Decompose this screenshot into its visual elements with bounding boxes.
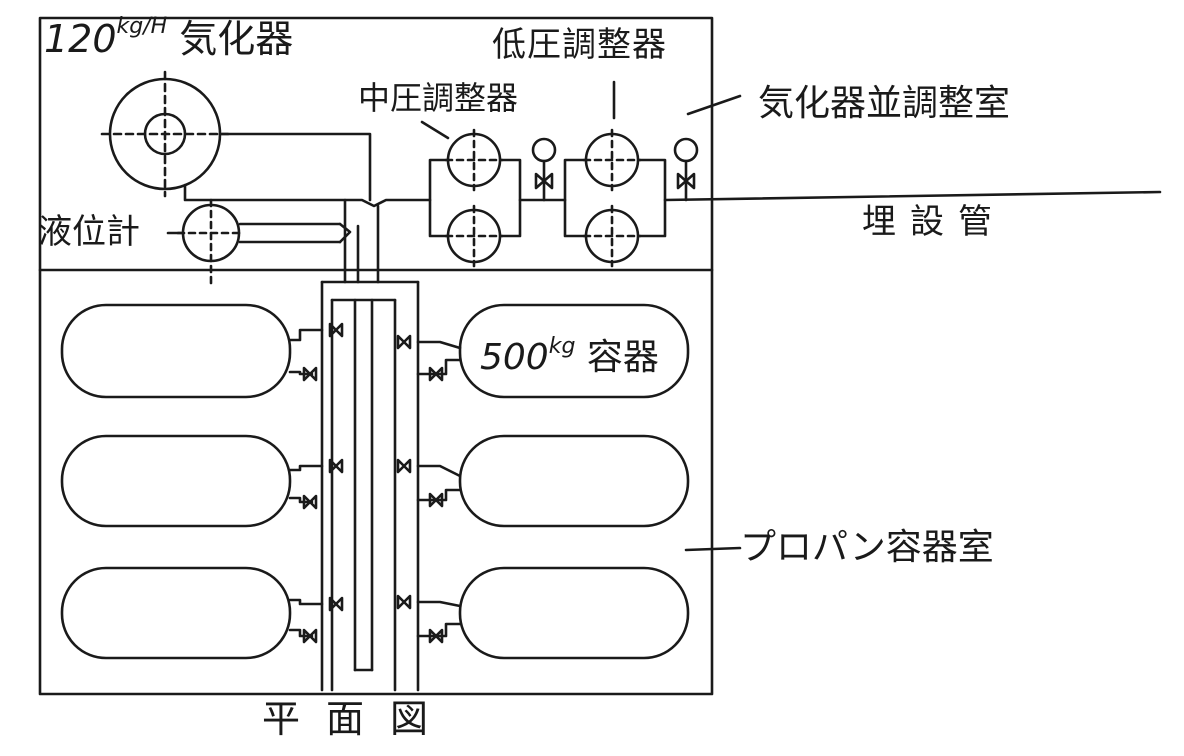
buried-pipe-line — [663, 190, 1162, 202]
low-pressure-regulator-label: 低圧調整器 — [492, 25, 667, 65]
tank-right-2 — [458, 434, 690, 528]
building-outline — [38, 16, 714, 696]
vaporizer-regulator-room-label: 気化器並調整室 — [758, 83, 1011, 124]
header-pipes — [320, 280, 420, 692]
tank-unit: kg — [548, 334, 576, 359]
tank-capacity: 500 — [480, 337, 549, 378]
tank-left-3 — [60, 566, 292, 660]
vaporizer-capacity: 120 — [44, 17, 117, 61]
tank-name: 容器 — [586, 337, 659, 378]
level-gauge-label: 液位計 — [38, 212, 140, 252]
vaporizer-label: 120kg/H 気化器 — [44, 16, 294, 61]
vaporizer-name: 気化器 — [179, 17, 294, 61]
level-gauge-symbol — [166, 198, 246, 288]
tank-right-3 — [458, 566, 690, 660]
medium-pressure-regulator-symbol — [420, 120, 522, 268]
tank-right-1 — [458, 303, 690, 399]
vaporizer-symbol — [100, 70, 230, 198]
propane-tank-room-label: プロパン容器室 — [740, 527, 994, 568]
leader-line-tank-room — [684, 546, 742, 552]
tank-label: 500kg 容器 — [480, 336, 659, 378]
right-tank-valves — [396, 334, 462, 644]
pressure-gauge-low — [673, 137, 699, 202]
pressure-gauge-mid — [531, 137, 557, 202]
medium-pressure-regulator-label: 中圧調整器 — [358, 79, 519, 117]
low-pressure-regulator-symbol — [563, 80, 667, 268]
tank-left-2 — [60, 434, 292, 528]
vaporizer-room-piping — [183, 132, 432, 284]
tank-left-1 — [60, 303, 292, 399]
plan-view-caption: 平面図 — [262, 697, 455, 741]
vaporizer-unit: kg/H — [116, 14, 168, 39]
leader-line-vaporizer-room — [686, 94, 742, 116]
buried-pipe-label: 埋設管 — [862, 202, 1006, 242]
left-tank-valves — [288, 322, 344, 644]
